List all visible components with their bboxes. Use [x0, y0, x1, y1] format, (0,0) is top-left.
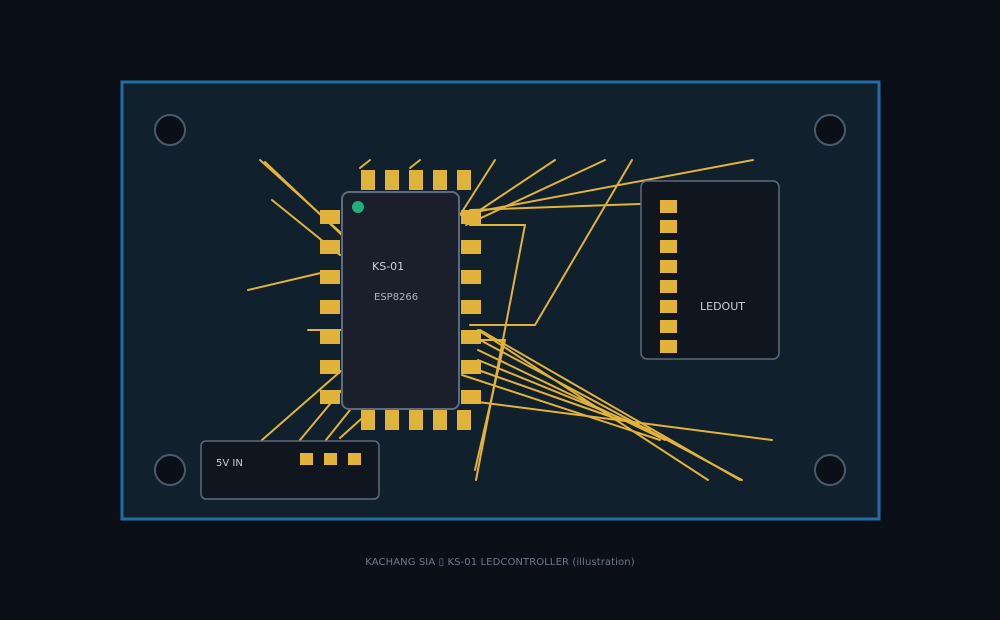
module-pad-right	[461, 360, 481, 374]
mounting-hole	[814, 454, 846, 486]
copper-trace	[461, 374, 661, 441]
module-pad-bottom	[433, 410, 447, 430]
copper-trace	[477, 369, 621, 421]
power-header-label: 5V IN	[216, 458, 243, 469]
module-pad-top	[457, 170, 471, 190]
module-pad-bottom	[385, 410, 399, 430]
led-header-pad	[660, 220, 677, 233]
led-header-pad	[660, 320, 677, 333]
module-pad-left	[320, 270, 340, 284]
module-pad-bottom	[361, 410, 375, 430]
module-label: KS-01	[372, 260, 404, 273]
copper-trace	[264, 161, 346, 239]
copper-trace	[465, 159, 606, 226]
copper-trace	[459, 159, 496, 216]
power-header-pad	[300, 453, 313, 465]
copper-trace	[479, 339, 743, 481]
module-pad-top	[385, 170, 399, 190]
copper-traces	[247, 159, 773, 481]
power-input-header	[200, 440, 380, 500]
pin1-marker	[352, 201, 364, 213]
power-header-pad	[324, 453, 337, 465]
led-header-pad	[660, 200, 677, 213]
copper-trace	[469, 159, 754, 214]
copper-trace	[477, 401, 773, 441]
module-pad-right	[461, 210, 481, 224]
led-header-pad	[660, 280, 677, 293]
led-header-pad	[660, 260, 677, 273]
copper-trace	[534, 159, 633, 326]
copper-trace	[477, 349, 666, 441]
module-pad-left	[320, 210, 340, 224]
power-header-pads	[300, 453, 361, 465]
copper-trace	[359, 159, 371, 169]
module-pad-left	[320, 330, 340, 344]
module-pads	[320, 170, 481, 430]
chip-label: ESP8266	[374, 292, 418, 303]
module-pad-right	[461, 300, 481, 314]
module-pad-right	[461, 240, 481, 254]
led-header-pad	[660, 240, 677, 253]
led-header-label: LEDOUT	[700, 300, 745, 313]
mounting-holes	[154, 114, 846, 486]
copper-trace	[325, 409, 351, 441]
module-pad-top	[361, 170, 375, 190]
module-pad-left	[320, 390, 340, 404]
led-header-pad	[660, 300, 677, 313]
copper-trace	[261, 369, 343, 441]
copper-trace	[475, 224, 526, 481]
module-pad-left	[320, 360, 340, 374]
mounting-hole	[154, 454, 186, 486]
led-header-pads	[660, 200, 677, 353]
mounting-hole	[814, 114, 846, 146]
power-header-pad	[348, 453, 361, 465]
ks01-module	[341, 191, 460, 410]
module-pad-top	[409, 170, 423, 190]
copper-trace	[477, 359, 651, 431]
module-pad-right	[461, 390, 481, 404]
module-pad-right	[461, 330, 481, 344]
module-pad-bottom	[457, 410, 471, 430]
copper-trace	[469, 203, 641, 211]
mounting-hole	[154, 114, 186, 146]
led-header-pad	[660, 340, 677, 353]
caption: KACHANG SIA ▯ KS-01 LEDCONTROLLER (illus…	[365, 557, 635, 568]
module-pad-top	[433, 170, 447, 190]
module-pad-left	[320, 300, 340, 314]
module-pad-bottom	[409, 410, 423, 430]
module-pad-left	[320, 240, 340, 254]
module-pad-right	[461, 270, 481, 284]
copper-trace	[409, 159, 421, 169]
copper-trace	[247, 271, 326, 291]
